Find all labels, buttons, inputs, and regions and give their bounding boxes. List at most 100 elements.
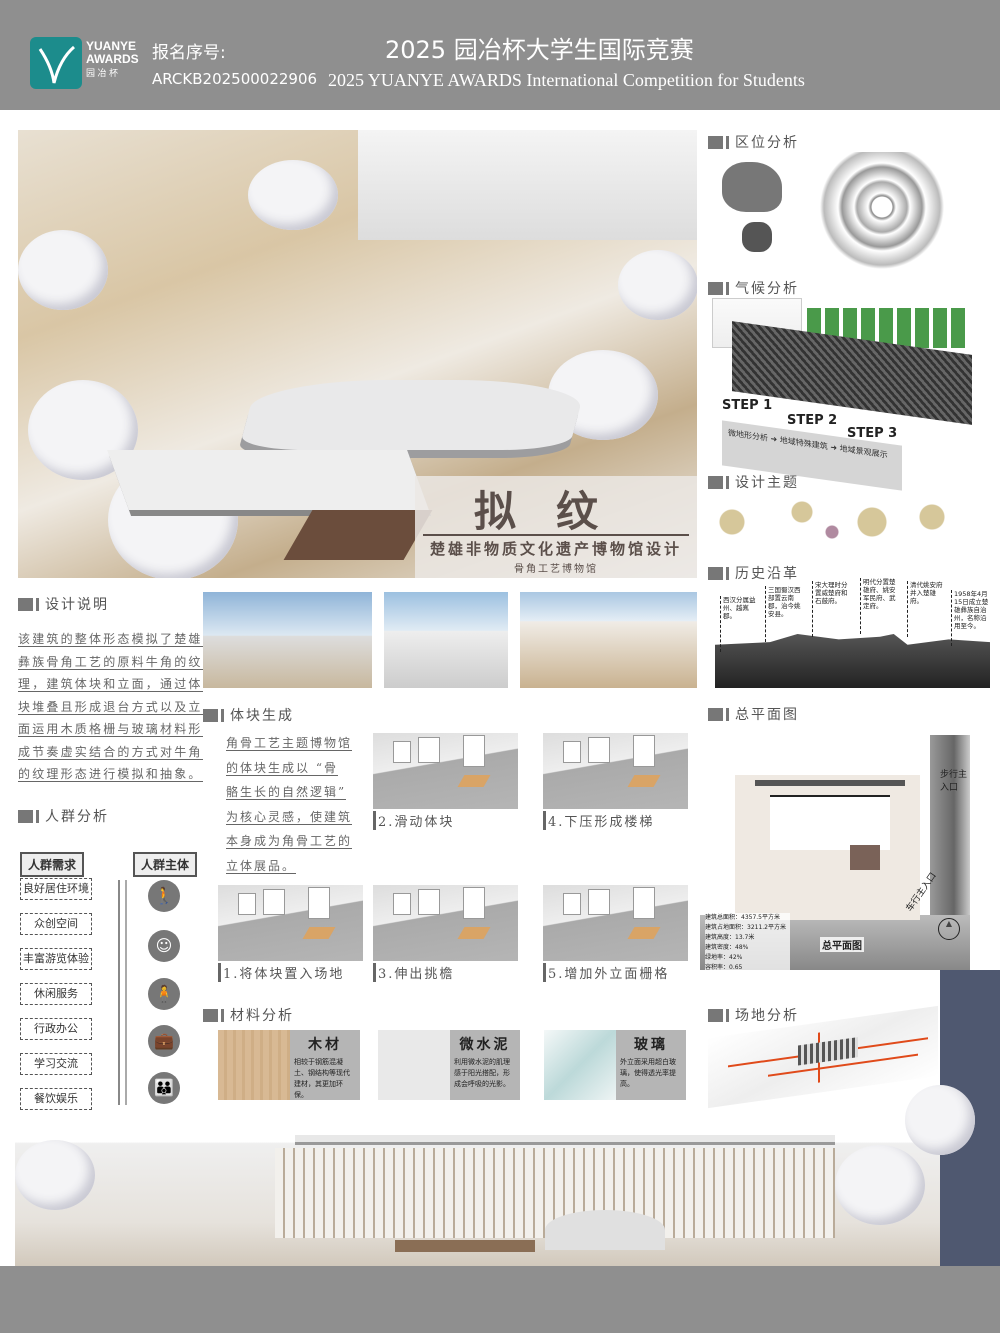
material-name: 木材 [308,1037,342,1053]
text-line: 成节奏虚实结合的方式对牛角 [18,744,203,760]
registration-label: 报名序号: [152,43,226,63]
material-name: 玻璃 [634,1037,668,1053]
heading-text: 人群分析 [45,809,109,825]
text-line: 为核心灵感，使建筑 [226,809,353,825]
flow-step: 地域特殊建筑 [779,435,828,452]
text-line: 理，建筑体块和立面，通过体 [18,677,203,692]
north-arrow-icon: ▲ [938,918,960,940]
material-desc: 相较于钢筋混凝土、钢结构等现代建材，其更加环保。 [294,1058,350,1099]
step-label: STEP 2 [787,413,838,428]
render-photo [520,592,697,688]
flow-step: 地域景观展示 [839,443,888,460]
section-heading-climate: 气候分析 [708,278,799,298]
subjects-title: 人群主体 [133,852,198,877]
text-line: 该建筑的整体形态模拟了楚雄 [18,632,203,647]
logo-text: 园 冶 杯 [86,68,119,78]
pedestrian-entrance-label: 步行主入口 [940,770,968,793]
competition-title-en: 2025 YUANYE AWARDS International Competi… [328,70,805,90]
heading-text: 区位分析 [735,135,799,151]
stat-item: 建筑占地面积：3211.2平方米 [705,924,786,931]
businessman-icon: 🚶 [148,880,180,912]
section-heading-crowd: 人群分析 [18,806,109,826]
step-label: STEP 1 [722,398,773,413]
divider [423,534,689,536]
massing-step-label: 1.将体块置入场地 [218,963,344,982]
need-item: 良好居住环境 [20,878,92,900]
step-label: STEP 3 [847,426,898,441]
massing-step-label: 4.下压形成楼梯 [543,811,654,830]
need-item: 丰富游览体验 [20,948,92,970]
stat-item: 建筑密度：48% [705,944,749,951]
history-entry: 宋大理时分置威楚府和石鼓府。 [812,581,852,637]
render-photo [384,592,508,688]
text-line: 彝族骨角工艺的原料牛角的纹 [18,654,203,670]
text-line: 面运用木质格栅与玻璃材料形 [18,722,203,737]
design-theme-diagram [712,492,990,554]
history-entry: 清代姚安府并入楚雄府。 [907,581,947,637]
wood-swatch [218,1030,290,1100]
material-name: 微水泥 [459,1037,511,1053]
heading-text: 历史沿革 [735,566,799,582]
site-plan-label: 总平面图 [820,937,864,952]
project-subtitle-2: 骨角工艺博物馆 [514,564,598,575]
need-item: 休闲服务 [20,983,92,1005]
material-card-microcement: 微水泥利用微水泥的肌理感于阳光搭配，形成会呼吸的光影。 [378,1030,520,1100]
need-item: 众创空间 [20,913,92,935]
massing-step-label: 5.增加外立面栅格 [543,963,669,982]
text-line: 角骨工艺主题博物馆 [226,736,353,751]
site-plan: 步行主入口 车行主入口 总平面图 ▲ 建筑总面积：4357.5平方米 建筑占地面… [700,735,1000,973]
relaxing-person-icon: ☺ [148,930,180,962]
stat-item: 绿地率：42% [705,954,743,961]
massing-step-label: 2.滑动体块 [373,811,454,830]
office-worker-icon: 💼 [148,1025,180,1057]
material-desc: 利用微水泥的肌理感于阳光搭配，形成会呼吸的光影。 [454,1058,510,1088]
climate-analysis-diagram: STEP 1 STEP 2 STEP 3 微地形分析 ➜ 地域特殊建筑 ➜ 地域… [712,298,972,491]
text-line: 本身成为角骨工艺的 [226,834,353,849]
material-card-glass: 玻璃外立面采用超白玻璃，使得透光率提高。 [544,1030,686,1100]
text-line: 的纹理形态进行模拟和抽象。 [18,767,203,782]
logo-text: AWARDS [86,52,139,66]
massing-step-diagram [543,733,688,809]
project-subtitle: 楚雄非物质文化遗产博物馆设计 [429,540,682,558]
project-title-panel: 拟纹 楚雄非物质文化遗产博物馆设计 骨角工艺博物馆 [415,476,697,578]
massing-step-diagram [373,733,518,809]
massing-step-diagram [218,885,363,961]
render-photo [203,592,372,688]
material-card-wood: 木材相较于钢筋混凝土、钢结构等现代建材，其更加环保。 [218,1030,360,1100]
section-heading-location: 区位分析 [708,132,799,152]
elevation-rendering [15,1120,940,1266]
massing-step-diagram [373,885,518,961]
header-bar: YUANYE AWARDS 园 冶 杯 报名序号: ARCKB202500022… [0,0,1000,110]
text-line: 块堆叠且形成退台方式以及立 [18,699,203,715]
history-entry: 三国蜀汉西部置云南郡，治今姚安县。 [765,586,805,642]
need-item: 餐饮娱乐 [20,1088,92,1110]
heading-text: 总平面图 [735,707,799,723]
competition-title-cn: 2025 园冶杯大学生国际竞赛 [385,36,694,64]
section-heading-design-note: 设计说明 [18,594,109,614]
text-line: 立体展品。 [226,858,297,874]
needs-title: 人群需求 [20,852,85,877]
massing-step-label: 3.伸出挑檐 [373,963,454,982]
history-entry: 西汉分属益州、越嶲郡。 [720,596,760,652]
flow-step: 微地形分析 [728,428,768,443]
section-heading-massing: 体块生成 [203,705,294,725]
footer-bar [0,1266,1000,1333]
heading-text: 气候分析 [735,281,799,297]
standing-person-icon: 🧍 [148,978,180,1010]
project-title: 拟纹 [473,487,638,536]
heading-text: 设计主题 [735,475,799,491]
text-line: 骼生长的自然逻辑” [226,785,347,800]
registration-number: ARCKB202500022906 [152,70,318,88]
yuanye-logo [30,37,82,89]
massing-step-diagram [543,885,688,961]
location-map [712,152,974,272]
aerial-rendering: 拟纹 楚雄非物质文化遗产博物馆设计 骨角工艺博物馆 [18,130,697,578]
section-heading-site-analysis: 场地分析 [708,1005,799,1025]
massing-text: 角骨工艺主题博物馆 的体块生成以 “骨 骼生长的自然逻辑” 为核心灵感，使建筑 … [226,731,356,878]
design-note-text: 该建筑的整体形态模拟了楚雄 彝族骨角工艺的原料牛角的纹 理，建筑体块和立面，通过… [18,628,203,786]
section-heading-history: 历史沿革 [708,563,799,583]
heading-text: 材料分析 [230,1008,294,1024]
section-heading-material: 材料分析 [203,1005,294,1025]
family-icon: 👪 [148,1072,180,1104]
logo-text: YUANYE [86,39,137,53]
